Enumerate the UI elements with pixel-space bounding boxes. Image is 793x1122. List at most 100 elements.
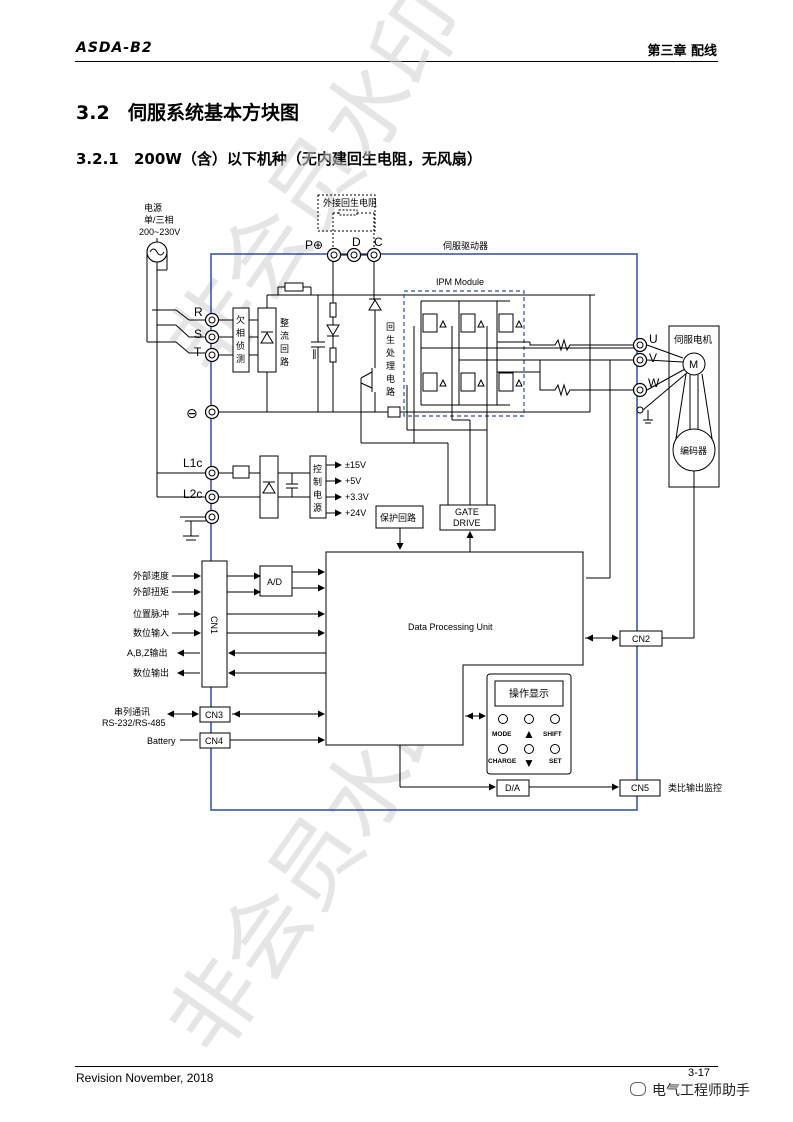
servo-drive-frame	[210, 253, 638, 811]
external-regen-label: 外接回生电阻	[323, 197, 377, 208]
svg-text:处: 处	[386, 347, 395, 358]
svg-text:外部速度: 外部速度	[133, 570, 169, 581]
servo-drive-label: 伺服驱动器	[443, 240, 488, 251]
analog-monitor-label: 类比输出监控	[668, 782, 722, 793]
panel-led-charge	[498, 744, 508, 754]
cn5-box	[619, 779, 661, 797]
cn3-box	[199, 706, 231, 723]
adc-box	[259, 565, 293, 597]
svg-text:SET: SET	[549, 758, 562, 765]
rectifier-label: 整 流 回 路	[280, 317, 289, 367]
terminal-minus	[204, 404, 220, 420]
ipm-module-label: IPM Module	[436, 277, 484, 287]
cn3-label: CN3	[205, 710, 223, 720]
encoder-label: 编码器	[680, 445, 707, 456]
svg-text:相: 相	[236, 327, 245, 338]
footer-rule	[75, 1066, 718, 1067]
terminal-v-label: V	[649, 351, 657, 365]
regen-circuit-label: 回 生 处 理 电 路	[386, 322, 395, 397]
motor-ground-terminal	[636, 406, 644, 414]
wechat-account-name: 电气工程师助手	[652, 1083, 750, 1099]
svg-text:外部扭矩: 外部扭矩	[133, 586, 169, 597]
terminal-l2c-label: L2c	[183, 487, 202, 501]
power-source-line-3: 200~230V	[139, 227, 180, 237]
power-source-line-2: 单/三相	[144, 214, 174, 225]
svg-text:路: 路	[280, 356, 289, 367]
svg-text:±15V: ±15V	[345, 460, 366, 470]
minus-terminal-label: ⊖	[186, 405, 198, 421]
terminal-d	[346, 247, 362, 263]
terminal-s-label: S	[194, 327, 202, 341]
cn2-box	[619, 630, 663, 647]
terminal-r-label: R	[194, 305, 203, 319]
terminal-t	[204, 347, 220, 363]
terminal-d-label: D	[352, 235, 361, 249]
terminal-r	[204, 312, 220, 328]
brand-logo: ASDA-B2	[76, 40, 153, 56]
terminal-p	[326, 247, 342, 263]
section-number: 3.2	[76, 102, 110, 124]
svg-text:+5V: +5V	[345, 476, 361, 486]
cn5-label: CN5	[631, 783, 649, 793]
panel-display	[494, 680, 564, 707]
svg-text:回: 回	[280, 344, 289, 354]
svg-text:路: 路	[386, 386, 395, 397]
terminal-w-label: W	[648, 376, 660, 390]
cn1-signal-labels: 外部速度 外部扭矩 位置脉冲 数位输入 A,B,Z输出 数位输出	[127, 570, 169, 678]
panel-button-up[interactable]	[524, 714, 534, 724]
svg-text:流: 流	[280, 330, 289, 341]
protection-circuit-label: 保护回路	[380, 512, 416, 523]
motor-icon	[682, 352, 706, 376]
dac-box	[496, 779, 530, 797]
motor-symbol: M	[689, 359, 698, 371]
svg-text:MODE: MODE	[492, 731, 512, 738]
section-title: 伺服系统基本方块图	[128, 102, 300, 124]
svg-text:SHIFT: SHIFT	[543, 731, 562, 738]
svg-text:数位输入: 数位输入	[133, 627, 169, 638]
power-source-line-1: 电源	[144, 202, 162, 213]
data-processing-unit-box	[325, 551, 584, 746]
terminal-l1c-label: L1c	[183, 456, 202, 470]
terminal-p-label: P⊕	[305, 238, 323, 252]
panel-button-down[interactable]	[524, 744, 534, 754]
svg-text:位置脉冲: 位置脉冲	[133, 608, 169, 619]
svg-text:生: 生	[386, 334, 395, 345]
dac-label: D/A	[505, 783, 520, 793]
panel-display-label: 操作显示	[509, 687, 549, 700]
rectifier-box	[257, 307, 277, 373]
svg-text:制: 制	[313, 476, 322, 487]
igbt-bridge	[406, 300, 637, 505]
terminal-c	[366, 247, 382, 263]
servo-motor-label: 伺服电机	[674, 334, 713, 346]
header-rule	[75, 61, 718, 62]
gate-drive-label-1: GATE	[455, 507, 479, 517]
svg-text:侦: 侦	[236, 341, 245, 351]
svg-text:CHARGE: CHARGE	[488, 758, 517, 765]
cn4-label: CN4	[205, 736, 223, 746]
terminal-s	[204, 329, 220, 345]
footer-wechat-badge: 电气工程师助手	[630, 1080, 750, 1100]
capacitor-icon: ∥	[312, 349, 317, 360]
chapter-title: 第三章 配线	[647, 44, 717, 59]
svg-text:理: 理	[386, 361, 395, 371]
panel-button-shift[interactable]	[550, 714, 560, 724]
panel-button-labels: MODE SHIFT CHARGE SET	[488, 731, 562, 765]
wechat-icon	[630, 1082, 646, 1096]
cn1-label: CN1	[209, 616, 219, 634]
panel-button-mode[interactable]	[498, 714, 508, 724]
svg-text:控: 控	[313, 463, 322, 474]
terminal-u-label: U	[649, 332, 658, 346]
terminal-v	[632, 352, 648, 368]
subsection-title: 200W（含）以下机种（无内建回生电阻，无风扇）	[134, 150, 482, 168]
serial-comm-label-2: RS-232/RS-485	[102, 718, 166, 728]
watermark: 非会员水印 非会员水印	[149, 0, 482, 1071]
footer-revision: Revision November, 2018	[76, 1071, 214, 1085]
panel-button-set[interactable]	[550, 744, 560, 754]
svg-text:+3.3V: +3.3V	[345, 492, 369, 502]
serial-comm-label-1: 串列通讯	[114, 706, 150, 717]
control-power-label: 控 制 电 源	[313, 463, 322, 513]
terminal-l2c	[204, 489, 220, 505]
svg-text:+24V: +24V	[345, 508, 366, 518]
